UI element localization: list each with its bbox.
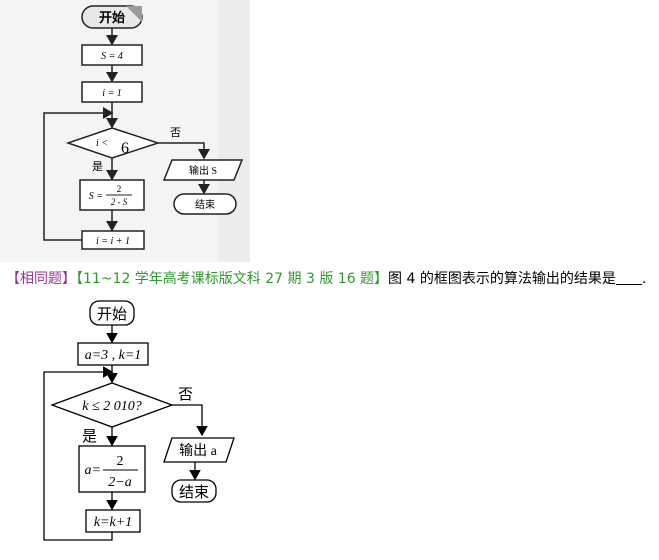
f1-increment-label: i = i + 1 — [96, 236, 130, 247]
f1-output-box — [162, 159, 244, 181]
f2-assign-num: 2 — [117, 454, 124, 469]
question-caption: 【相同题】【11~12 学年高考课标版文科 27 期 3 版 16 题】图 4 … — [6, 268, 656, 290]
f1-assign-num: 2 — [117, 184, 122, 194]
flowchart-1-canvas: 开始 S = 4 i = 1 i < 6 否 输出 S 结束 — [43, 0, 250, 262]
f2-condition-label: k ≤ 2 010? — [82, 399, 141, 414]
f1-assign-lhs: S = — [89, 191, 103, 202]
question-text: 图 4 的框图表示的算法输出的结果是 — [388, 271, 616, 287]
f2-yes-label: 是 — [82, 429, 97, 445]
f1-init-s-label: S = 4 — [101, 51, 123, 62]
f2-output-label: 输出 a — [179, 443, 217, 459]
f2-increment-box — [85, 509, 141, 533]
flowchart-figure-2: 开始 a=3 , k=1 k ≤ 2 010? 否 输出 a 结束 是 — [0, 295, 659, 555]
f2-assign-lhs: a= — [85, 463, 101, 478]
f1-condition-value: 6 — [121, 140, 129, 157]
f1-init-i-label: i = 1 — [102, 88, 122, 99]
question-end: . — [641, 271, 647, 287]
f1-condition-prefix: i < — [96, 138, 108, 149]
question-source: 【11~12 学年高考课标版文科 27 期 3 版 16 题】 — [76, 271, 389, 287]
f2-init-label: a=3 , k=1 — [85, 348, 142, 363]
f2-end-terminal — [171, 479, 217, 503]
f2-increment-label: k=k+1 — [94, 515, 132, 530]
f1-output-label: 输出 S — [189, 164, 217, 177]
flowchart-2-canvas: 开始 a=3 , k=1 k ≤ 2 010? 否 输出 a 结束 是 — [43, 300, 235, 541]
f1-assign-den: 2 - S — [111, 197, 128, 207]
f2-end-label: 结束 — [179, 484, 209, 501]
f2-assign-den: 2−a — [108, 475, 131, 490]
same-question-tag: 【相同题】 — [6, 271, 76, 287]
f1-end-terminal — [173, 193, 237, 215]
f2-start-label: 开始 — [97, 306, 127, 323]
f1-end-label: 结束 — [195, 198, 215, 211]
f2-assign-box — [78, 445, 146, 493]
f1-no-label: 否 — [170, 127, 181, 139]
f1-start-label: 开始 — [99, 10, 125, 25]
f2-init-box — [77, 342, 149, 366]
f1-condition-diamond — [65, 127, 161, 159]
f2-no-label: 否 — [178, 387, 193, 403]
answer-blank — [615, 270, 642, 285]
flowchart-figure-1: 开始 S = 4 i = 1 i < 6 否 输出 S 结束 — [0, 0, 250, 262]
f2-output-box — [163, 437, 235, 463]
f1-yes-label: 是 — [92, 160, 103, 173]
